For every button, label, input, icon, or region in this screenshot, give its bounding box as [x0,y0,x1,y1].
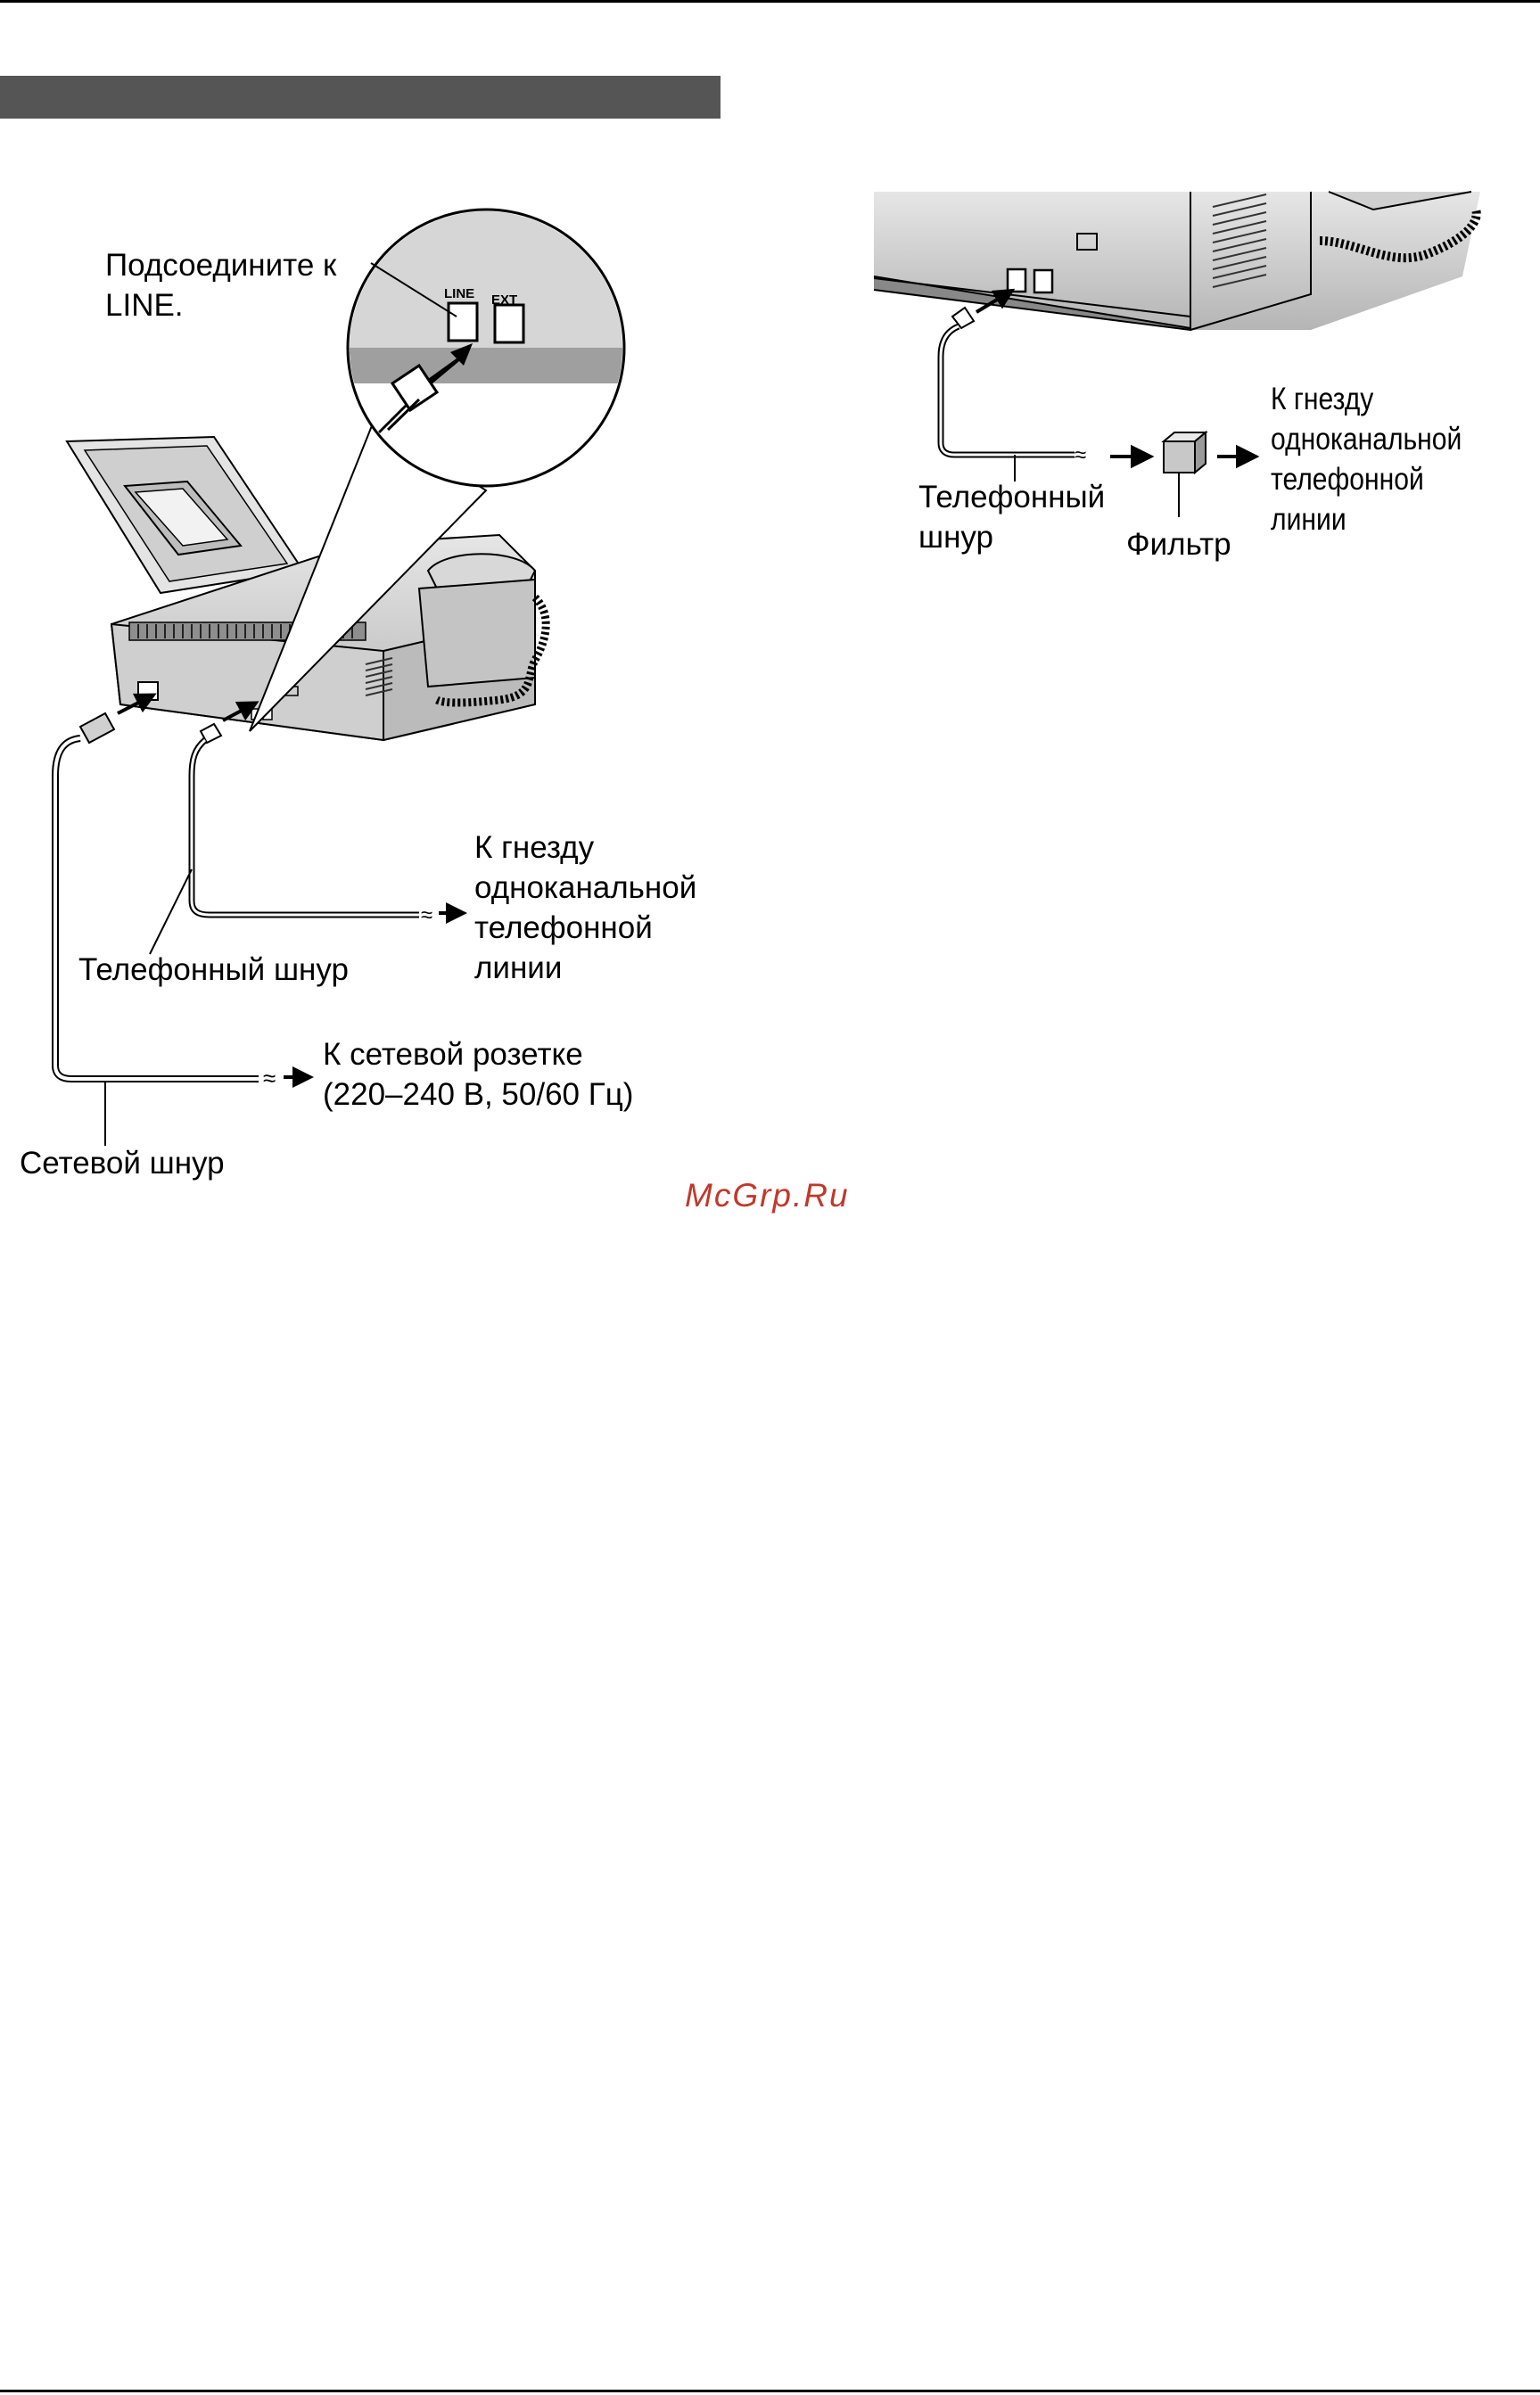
fax-closeup-illustration [874,192,1480,330]
label-outlet-1: К сетевой розетке [323,1034,583,1075]
watermark-text: McGrp.Ru [685,1177,850,1214]
svg-text:≈: ≈ [421,903,432,927]
label-jack-left-4: линии [474,948,562,989]
label-filter: Фильтр [1126,524,1231,565]
label-connect-to: Подсоедините к [105,245,336,286]
label-jack-right-3: телефонной [1271,459,1424,499]
label-jack-left-2: одноканальной [474,868,696,909]
label-outlet-2: (220–240 В, 50/60 Гц) [323,1074,633,1115]
label-power-cord: Сетевой шнур [20,1143,225,1184]
power-plug-icon [80,698,147,743]
label-jack-right-1: К гнезду [1271,379,1373,419]
label-phone-cord-right-1: Телефонный [918,477,1105,518]
svg-text:≈: ≈ [1075,443,1086,467]
label-jack-right-2: одноканальной [1271,419,1462,459]
filter-icon [1164,432,1206,473]
label-jack-right-4: линии [1271,499,1346,539]
label-phone-cord-left: Телефонный шнур [78,950,349,991]
bottom-rule [0,2390,1540,2392]
label-connect-line: LINE. [105,285,184,326]
svg-text:≈: ≈ [263,1065,276,1091]
phone-cord-line-right [941,326,1075,455]
label-jack-left-1: К гнезду [474,827,594,868]
label-jack-left-3: телефонной [474,908,653,949]
label-phone-cord-right-2: шнур [918,517,993,558]
power-cord-line [55,738,259,1079]
phone-cord-line-left [192,740,419,915]
leader-line-phone-left [150,869,192,954]
